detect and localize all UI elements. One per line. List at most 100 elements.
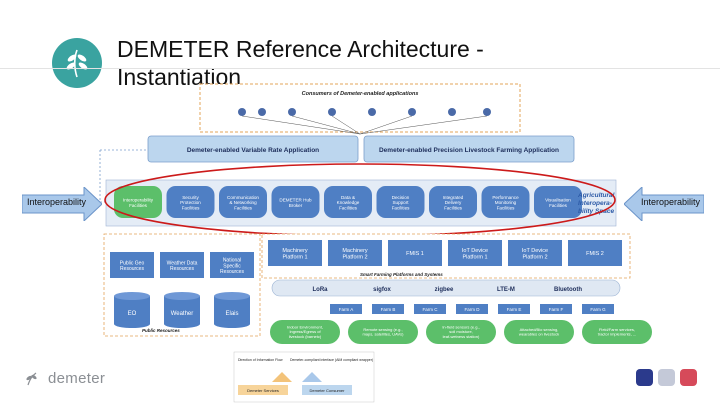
agri-space-line-3: bility Space [578, 208, 615, 215]
connectivity-label: zigbee [435, 287, 454, 293]
interop-block [324, 186, 372, 218]
interop-block [271, 186, 320, 218]
legend-compliant: Demeter-compliant interface (AIM complia… [290, 358, 373, 362]
interop-block [166, 186, 215, 218]
farm-box [330, 304, 362, 314]
database-label: EO [128, 311, 137, 317]
interop-block [429, 186, 477, 218]
left-interoperability-arrow [22, 187, 102, 221]
database-cylinder [114, 296, 150, 324]
database-cylinder-bottom [164, 320, 200, 328]
database-cylinder-top [164, 292, 200, 300]
right-interoperability-arrow [624, 187, 704, 221]
farm-box [582, 304, 614, 314]
farm-box [456, 304, 488, 314]
connectivity-label: LoRa [313, 287, 329, 293]
sensor-pill [582, 320, 652, 344]
legend-provider: Demeter Services [247, 388, 279, 393]
platform-box [508, 240, 562, 266]
platform-box [388, 240, 442, 266]
sensor-pill [426, 320, 496, 344]
title-line-1: DEMETER Reference Architecture - [117, 36, 484, 62]
interop-block [219, 186, 267, 218]
sensor-pill [270, 320, 340, 344]
farm-box [540, 304, 572, 314]
database-cylinder [214, 296, 250, 324]
platform-box [448, 240, 502, 266]
public-resources-label: Public Resources [142, 328, 180, 333]
legend: Direction of Information Flow Demeter-co… [233, 351, 375, 403]
footer-logo-text: demeter [48, 370, 106, 387]
footer-badge-icon-3 [680, 369, 697, 386]
farm-label: Farm G [590, 307, 606, 312]
farm-label: Farm F [549, 307, 564, 312]
platforms-label: Smart Farming Platforms and Systems [360, 272, 443, 277]
database-label: Elais [225, 311, 238, 317]
sensor-label: In-field sensors (e.g.,soil moisture,lea… [442, 325, 480, 339]
public-resource-box [210, 252, 254, 278]
livestock-app-label: Demeter-enabled Precision Livestock Farm… [379, 147, 559, 154]
agri-space-label: Agricultural Interopera- bility Space [577, 192, 616, 215]
database-label: Weather [171, 311, 194, 317]
database-cylinder-top [214, 292, 250, 300]
database-cylinder [164, 296, 200, 324]
platform-box [568, 240, 622, 266]
consumer-people-icons [238, 108, 491, 135]
legend-info: Direction of Information Flow [238, 358, 283, 362]
header-divider [0, 68, 720, 69]
footer-badge-icon-1 [636, 369, 653, 386]
farm-box [414, 304, 446, 314]
legend-consumer: Demeter Consumer [310, 388, 346, 393]
farm-box [372, 304, 404, 314]
livestock-app-box [363, 135, 575, 163]
interop-block [534, 186, 582, 218]
footer-leaf-icon [26, 372, 37, 386]
farm-label: Farm A [339, 307, 354, 312]
interop-block [114, 186, 162, 218]
agri-space-line-2: Interopera- [578, 200, 612, 207]
variable-rate-app-box [147, 135, 359, 163]
platform-box [328, 240, 382, 266]
farm-label: Farm E [507, 307, 522, 312]
platform-box [268, 240, 322, 266]
sensor-pill [504, 320, 574, 344]
sensor-label: Attached/Bio sensing,wearables on livest… [519, 327, 559, 337]
architecture-diagram: Consumers of Demeter-enabled application… [99, 83, 652, 403]
database-cylinder-bottom [114, 320, 150, 328]
interop-block [376, 186, 425, 218]
consumers-box [199, 83, 521, 133]
agri-space-line-1: Agricultural [577, 192, 615, 199]
platform-label: FMIS 2 [586, 251, 604, 257]
footer-badge-icon-2 [658, 369, 675, 386]
consumers-label: Consumers of Demeter-enabled application… [302, 91, 419, 97]
connectivity-label: Bluetooth [554, 287, 582, 293]
farm-label: Farm D [465, 307, 481, 312]
variable-rate-app-label: Demeter-enabled Variable Rate Applicatio… [187, 147, 319, 154]
sensor-pill [348, 320, 418, 344]
sensor-label: Field/Farm services,tractor implements, … [598, 327, 636, 337]
platform-label: FMIS 1 [406, 251, 424, 257]
farm-box [498, 304, 530, 314]
right-interoperability-label: Interoperability [641, 197, 701, 207]
sensor-label: Remote sensing (e.g.,maps, satellites, U… [362, 327, 404, 337]
farm-label: Farm C [423, 307, 439, 312]
farm-label: Farm B [381, 307, 396, 312]
left-interoperability-label: Interoperability [27, 197, 87, 207]
public-resource-box [110, 252, 154, 278]
